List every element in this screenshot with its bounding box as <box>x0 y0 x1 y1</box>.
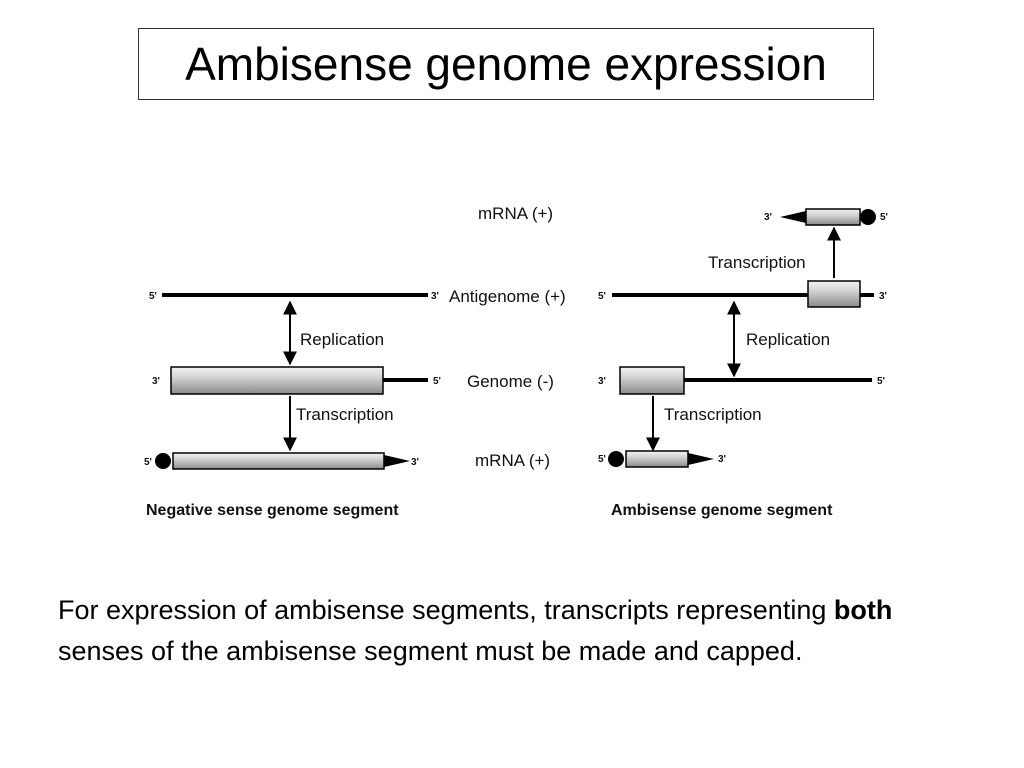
left-mrna-5-end: 5' <box>144 457 152 468</box>
row-label-genome: Genome (-) <box>467 372 554 391</box>
right-genome-3-end: 3' <box>598 376 606 387</box>
slide-caption: For expression of ambisense segments, tr… <box>58 590 968 672</box>
right-top-mrna-5-end: 5' <box>880 212 888 223</box>
title-box: Ambisense genome expression <box>138 28 874 100</box>
right-bottom-mrna-3-end: 3' <box>718 454 726 465</box>
ambisense-diagram: mRNA (+) Antigenome (+) Genome (-) mRNA … <box>144 204 888 519</box>
left-genome-5-end: 5' <box>433 376 441 387</box>
caption-text-end: senses of the ambisense segment must be … <box>58 636 803 666</box>
left-genome-3-end: 3' <box>152 376 160 387</box>
right-replication-label: Replication <box>746 330 830 349</box>
left-mrna-tail-arrow <box>384 455 410 467</box>
caption-text-bold: both <box>833 595 893 625</box>
left-antigenome-3-end: 3' <box>431 291 439 302</box>
row-label-mrna-top: mRNA (+) <box>478 204 553 223</box>
left-antigenome-5-end: 5' <box>149 291 157 302</box>
right-antigenome-gene-box <box>807 280 861 308</box>
left-mrna-box <box>172 452 385 470</box>
left-panel-caption: Negative sense genome segment <box>146 502 399 519</box>
right-bottom-mrna-cap <box>608 451 624 467</box>
right-antigenome-3-end: 3' <box>879 291 887 302</box>
right-top-mrna-tail-arrow <box>780 211 806 223</box>
row-label-antigenome: Antigenome (+) <box>449 287 566 306</box>
right-top-transcription-label: Transcription <box>708 253 806 272</box>
right-top-mrna-box <box>805 208 861 226</box>
right-antigenome-5-end: 5' <box>598 291 606 302</box>
slide-title: Ambisense genome expression <box>185 38 827 90</box>
left-mrna-cap <box>155 453 171 469</box>
right-bottom-transcription-label: Transcription <box>664 405 762 424</box>
right-bottom-mrna-box <box>625 450 689 468</box>
right-top-mrna-cap <box>860 209 876 225</box>
left-genome-gene-box <box>170 366 384 395</box>
right-panel-caption: Ambisense genome segment <box>611 502 833 519</box>
right-bottom-mrna-5-end: 5' <box>598 454 606 465</box>
left-transcription-label: Transcription <box>296 405 394 424</box>
right-genome-5-end: 5' <box>877 376 885 387</box>
row-label-mrna-bottom: mRNA (+) <box>475 451 550 470</box>
left-mrna-3-end: 3' <box>411 457 419 468</box>
right-top-mrna-3-end: 3' <box>764 212 772 223</box>
right-panel: 3' 5' Transcription 5' 3' Replication 3'… <box>598 208 888 519</box>
right-bottom-mrna-tail-arrow <box>688 453 714 465</box>
right-genome-gene-box <box>619 366 685 395</box>
left-panel: 5' 3' Replication 3' 5' Transcription 5'… <box>144 291 441 519</box>
caption-text-start: For expression of ambisense segments, tr… <box>58 595 834 625</box>
left-replication-label: Replication <box>300 330 384 349</box>
